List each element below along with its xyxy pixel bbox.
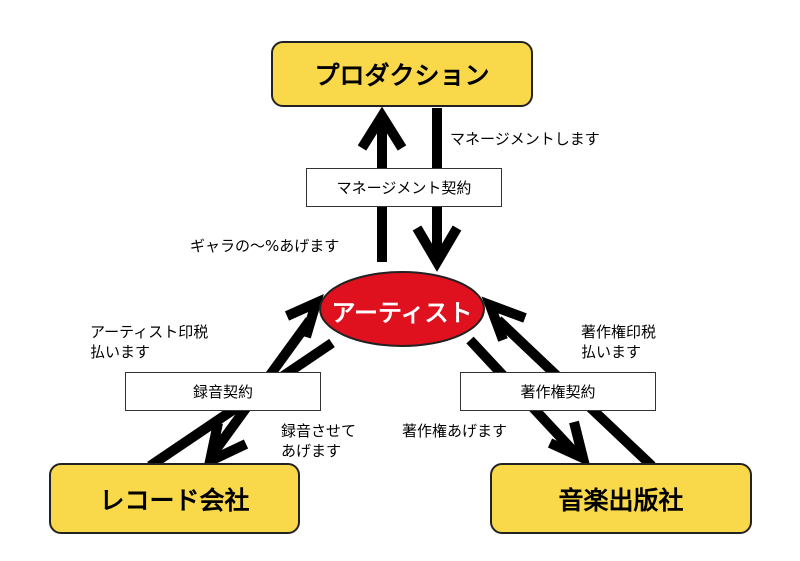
arrowhead-to-artist-left	[284, 293, 324, 339]
note-pay-fee-percent: ギャラの〜%あげます	[190, 237, 340, 255]
note-will-manage: マネージメントします	[450, 130, 600, 148]
arrowhead-to-publisher	[547, 420, 591, 467]
record-company-node: レコード会社	[49, 463, 300, 534]
artist-ellipse	[319, 271, 485, 347]
note-let-record: 録音させて あげます	[281, 422, 357, 460]
arrowhead-to-record	[203, 421, 249, 470]
note-pay-artist-royalty: アーティスト印税 払います	[90, 323, 209, 361]
note-give-copyright: 著作権あげます	[402, 422, 508, 440]
music-publisher-node: 音楽出版社	[490, 463, 752, 534]
artist-node-label: アーティスト	[331, 298, 473, 327]
copyright-contract-box: 著作権契約	[460, 372, 656, 411]
management-contract-box: マネージメント契約	[306, 168, 502, 207]
note-pay-copyright-royalty: 著作権印税 払います	[581, 323, 657, 361]
production-node: プロダクション	[271, 41, 533, 107]
arrowhead-up-production	[357, 106, 407, 151]
recording-contract-box: 録音契約	[125, 372, 321, 411]
arrowhead-down-artist	[412, 225, 462, 272]
arrowhead-to-artist-right	[481, 296, 527, 342]
